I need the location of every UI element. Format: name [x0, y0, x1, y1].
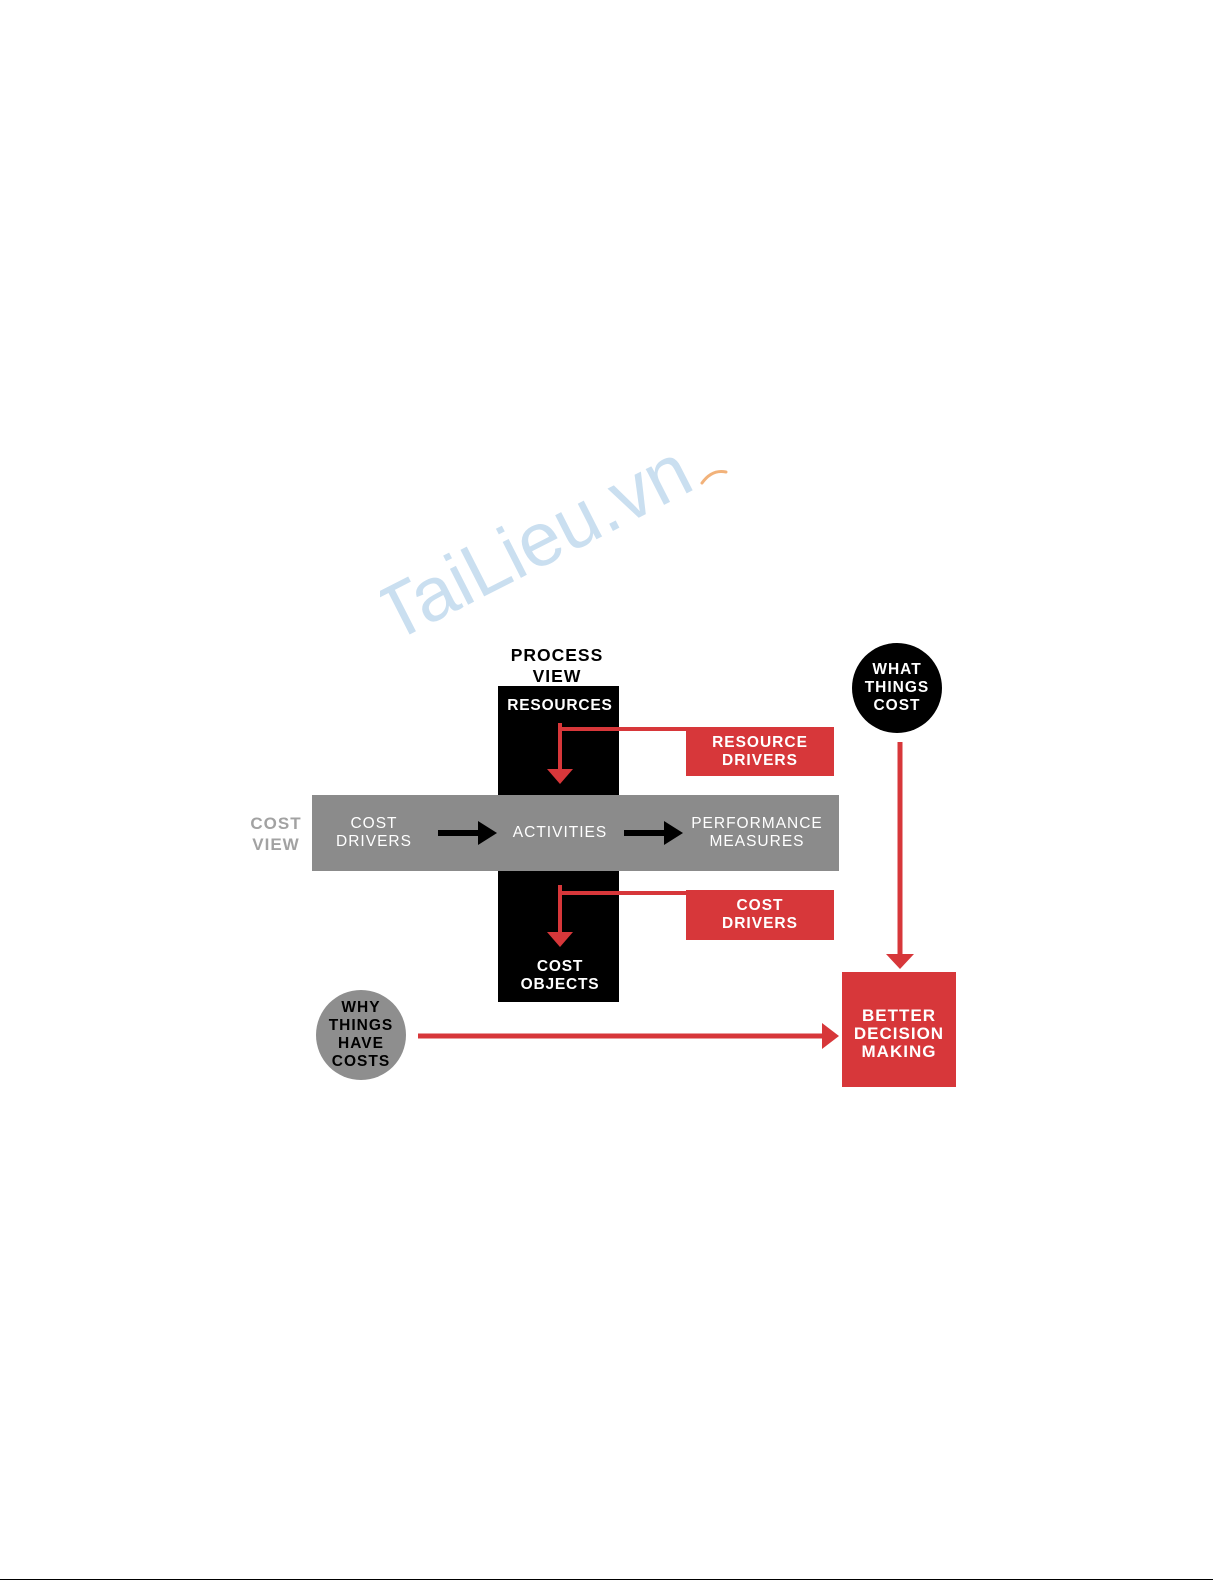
cost-objects-label-line: OBJECTS — [498, 976, 622, 994]
resource-drivers-line: DRIVERS — [712, 752, 808, 770]
better-decision-making-line: BETTER — [854, 1007, 944, 1025]
watermark: TaiLieu.vn — [380, 440, 760, 642]
why-things-have-costs-circle: WHY THINGS HAVE COSTS — [316, 990, 406, 1080]
resource-drivers-line: RESOURCE — [712, 734, 808, 752]
cost-objects-label-line: COST — [498, 958, 622, 976]
what-things-cost-arrow-head — [886, 954, 914, 969]
what-things-cost-arrow — [886, 742, 914, 969]
what-things-cost-text: WHAT THINGS COST — [865, 661, 930, 715]
band-cost-drivers-label: COST DRIVERS — [324, 815, 424, 851]
why-things-have-costs-line: HAVE — [329, 1035, 394, 1053]
why-things-have-costs-line: COSTS — [329, 1053, 394, 1071]
what-things-cost-line: WHAT — [865, 661, 930, 679]
cost-objects-label: COST OBJECTS — [498, 958, 622, 994]
cost-drivers-text: COST DRIVERS — [722, 897, 798, 933]
cost-drivers-line: COST — [722, 897, 798, 915]
cost-view-label-line: COST — [226, 813, 326, 834]
cost-drivers-box: COST DRIVERS — [686, 890, 834, 940]
watermark-swoosh-icon — [700, 466, 728, 486]
better-decision-making-line: MAKING — [854, 1043, 944, 1061]
process-view-label-line: PROCESS — [497, 645, 617, 666]
process-view-label-line: VIEW — [497, 666, 617, 687]
what-things-cost-line: THINGS — [865, 679, 930, 697]
cost-drivers-line: DRIVERS — [722, 915, 798, 933]
band-cost-drivers-line: COST — [324, 815, 424, 833]
why-things-have-costs-line: THINGS — [329, 1017, 394, 1035]
why-things-have-costs-line: WHY — [329, 999, 394, 1017]
why-things-have-costs-text: WHY THINGS HAVE COSTS — [329, 999, 394, 1071]
why-things-have-costs-arrow — [418, 1023, 839, 1049]
activities-label: ACTIVITIES — [500, 824, 620, 842]
better-decision-making-text: BETTER DECISION MAKING — [854, 1007, 944, 1061]
band-cost-drivers-line: DRIVERS — [324, 833, 424, 851]
better-decision-making-box: BETTER DECISION MAKING — [842, 972, 956, 1087]
performance-measures-line: PERFORMANCE — [682, 815, 832, 833]
page-bottom-rule — [0, 1579, 1213, 1580]
cost-view-label-line: VIEW — [226, 834, 326, 855]
resource-drivers-text: RESOURCE DRIVERS — [712, 734, 808, 770]
resource-drivers-box: RESOURCE DRIVERS — [686, 727, 834, 776]
resources-label: RESOURCES — [498, 697, 622, 715]
process-view-label: PROCESS VIEW — [497, 645, 617, 687]
what-things-cost-circle: WHAT THINGS COST — [852, 643, 942, 733]
performance-measures-label: PERFORMANCE MEASURES — [682, 815, 832, 851]
what-things-cost-line: COST — [865, 697, 930, 715]
watermark-text: TaiLieu.vn — [380, 440, 703, 642]
why-things-have-costs-arrow-head — [822, 1023, 839, 1049]
better-decision-making-line: DECISION — [854, 1025, 944, 1043]
performance-measures-line: MEASURES — [682, 833, 832, 851]
cost-view-label: COST VIEW — [226, 813, 326, 855]
